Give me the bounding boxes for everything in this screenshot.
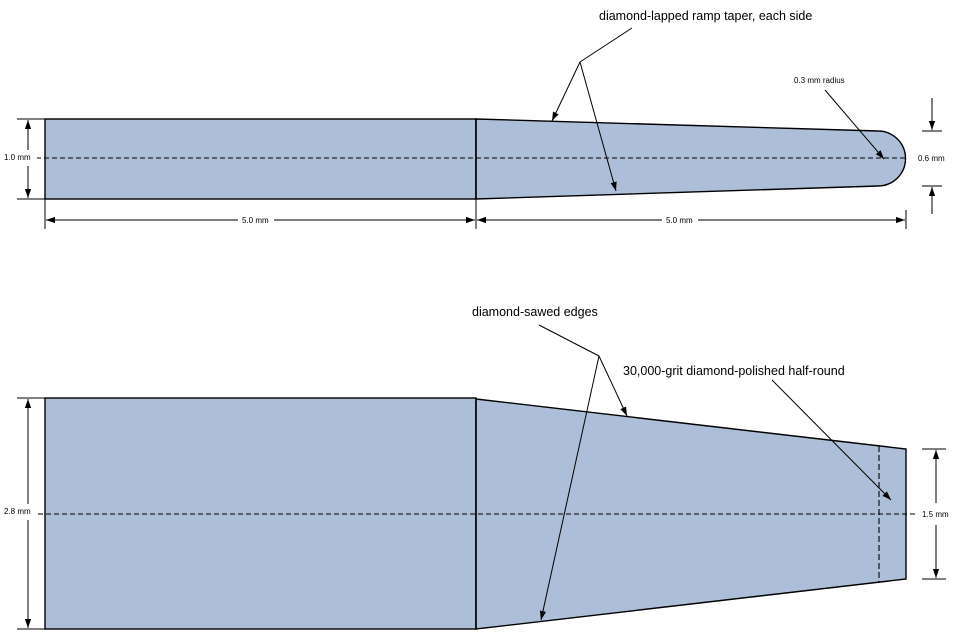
top-taper-callout-label: diamond-lapped ramp taper, each side	[599, 9, 812, 23]
side-left-height-label: 2.8 mm	[4, 507, 31, 516]
side-halfround-callout-label: 30,000-grit diamond-polished half-round	[623, 364, 845, 378]
top-radius-leader	[824, 89, 885, 160]
top-length-left-label: 5.0 mm	[242, 216, 269, 225]
side-view: 2.8 mm 1.5 mm diamond-sawed edges 30,000…	[3, 305, 949, 630]
top-taper-leader-lower	[579, 61, 617, 192]
side-edges-callout-label: diamond-sawed edges	[472, 305, 598, 319]
top-radius-callout-label: 0.3 mm radius	[794, 76, 845, 85]
side-right-height-label: 1.5 mm	[922, 510, 949, 519]
top-length-right-label: 5.0 mm	[666, 216, 693, 225]
side-edges-leader-horizontal	[538, 324, 600, 357]
top-view: 1.0 mm 0.6 mm 5.0 mm 5.0 mm diamond-lapp…	[3, 9, 945, 229]
side-halfround-leader	[771, 379, 892, 501]
top-taper-shape	[475, 118, 907, 200]
top-right-height-label: 0.6 mm	[918, 154, 945, 163]
top-shank-rect	[44, 118, 477, 200]
top-left-height-label: 1.0 mm	[4, 153, 31, 162]
side-edges-leader-lower	[539, 355, 600, 621]
top-taper-leader-upper	[551, 61, 581, 122]
side-edges-leader-upper	[598, 355, 628, 417]
side-shank-rect	[44, 397, 477, 630]
top-taper-leader-horizontal	[579, 27, 633, 63]
